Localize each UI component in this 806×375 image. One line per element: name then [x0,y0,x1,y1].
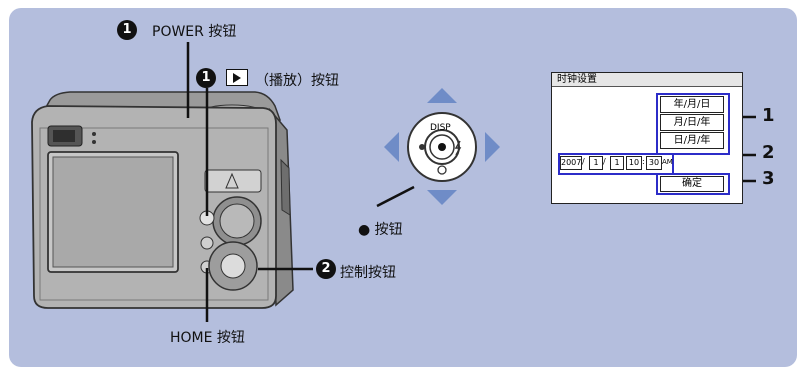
date-format-option-ymd[interactable]: 年/月/日 [660,96,724,113]
dot-button-label: ● 按钮 [358,222,403,238]
day-field[interactable]: 1 [610,156,624,170]
callout-number-1: 1 [762,105,775,126]
hour-field[interactable]: 10 [626,156,642,170]
date-format-option-dmy[interactable]: 日/月/年 [660,132,724,149]
clock-settings-screen: 时钟设置 年/月/日 月/日/年 日/月/年 2007 / 1 / 1 10 :… [551,72,743,204]
ampm-label: AM [662,158,673,166]
date-format-option-mdy[interactable]: 月/日/年 [660,114,724,131]
date-separator: / [603,157,606,166]
time-separator: : [642,157,645,166]
step-badge-1: 1 [117,20,137,40]
callout-number-2: 2 [762,142,775,163]
callout-lines [186,42,415,322]
direction-dial [384,88,500,205]
step-badge-1-play: 1 [196,68,216,88]
minute-field[interactable]: 30 [646,156,662,170]
power-button-label: POWER 按钮 [152,24,237,40]
ok-frame [656,173,730,195]
disp-label: DISP [430,123,451,133]
date-separator: / [582,157,585,166]
play-icon [226,69,248,86]
callout-number-3: 3 [762,168,775,189]
screen-title: 时钟设置 [552,73,742,87]
home-button-label: HOME 按钮 [170,330,245,346]
datetime-frame [558,153,674,175]
year-field[interactable]: 2007 [560,156,582,170]
ok-button[interactable]: 确定 [660,176,724,192]
options-frame [656,93,730,155]
camera-illustration [31,91,294,309]
step-badge-2: 2 [316,259,336,279]
month-field[interactable]: 1 [589,156,603,170]
control-button-label: 控制按钮 [340,265,396,281]
play-button-label: （播放）按钮 [255,73,339,89]
